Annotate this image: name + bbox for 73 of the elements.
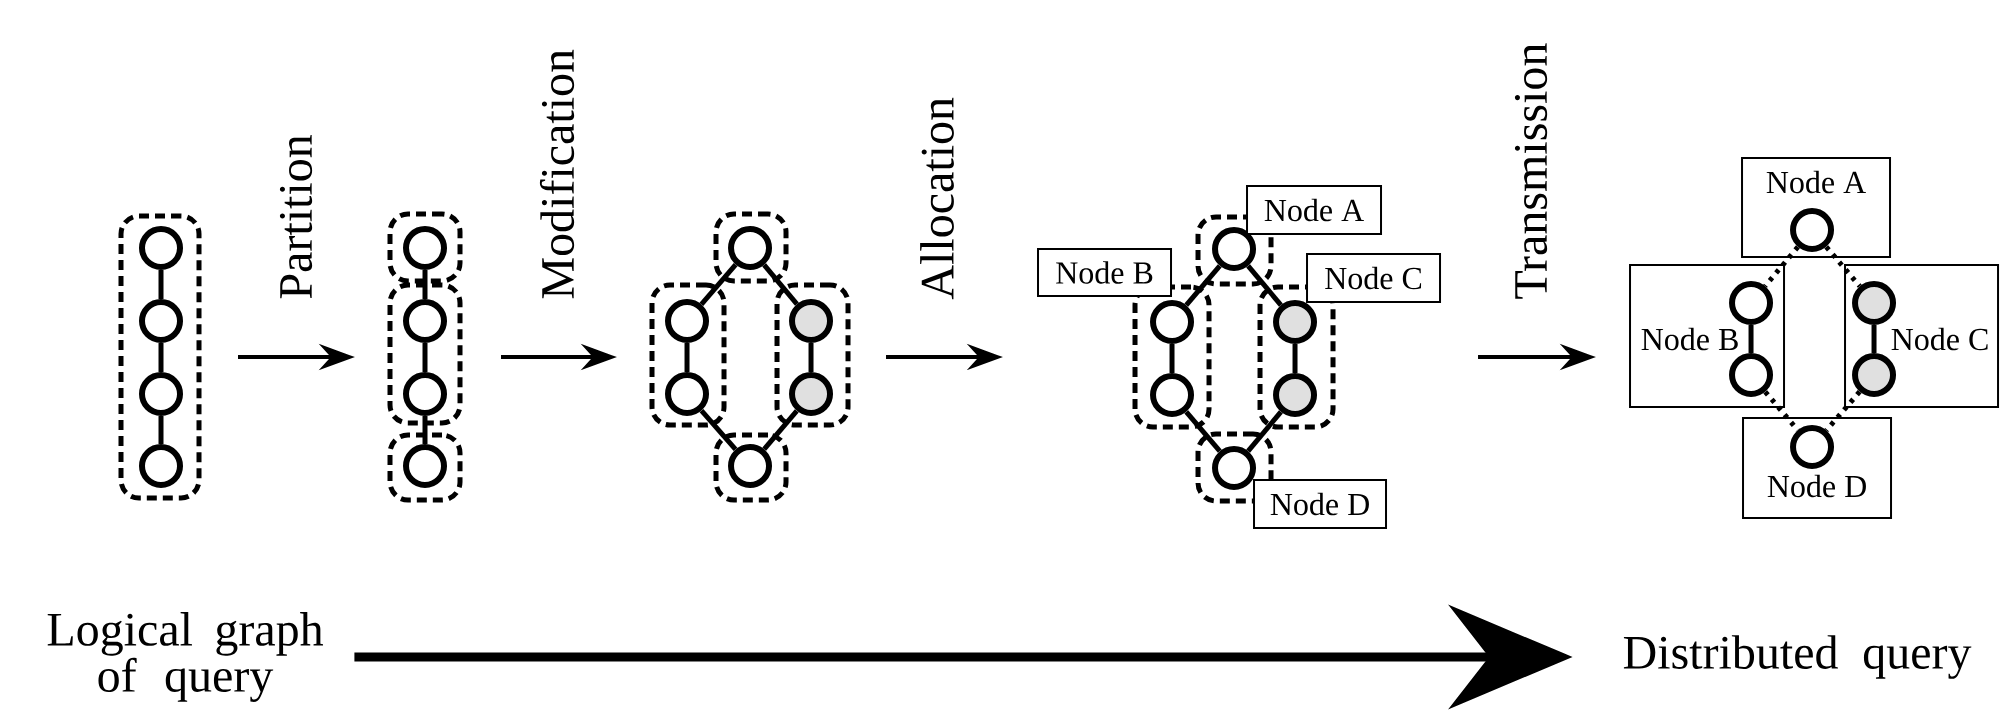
graph-vertex <box>728 444 772 488</box>
graph-edge <box>1246 264 1283 307</box>
graph-vertex <box>789 299 833 343</box>
node-label: Node A <box>1246 185 1382 235</box>
graph-edge <box>1763 245 1800 288</box>
partition-group <box>1132 284 1212 430</box>
graph-vertex <box>665 299 709 343</box>
graph-vertex <box>139 444 183 488</box>
graph-vertex <box>728 226 772 270</box>
graph-vertex <box>139 372 183 416</box>
graph-vertex <box>1852 281 1897 325</box>
graph-edge <box>762 409 799 451</box>
graph-edge <box>808 343 814 372</box>
step-label: Modification <box>539 49 575 299</box>
graph-edge <box>1292 344 1298 373</box>
graph-edge <box>1169 344 1175 373</box>
step-label: Allocation <box>920 97 954 300</box>
graph-edge <box>699 263 738 306</box>
graph-edge <box>699 408 738 452</box>
node-label: Node B <box>1037 248 1172 297</box>
graph-vertex <box>403 372 447 416</box>
node-label: Node D <box>1253 479 1387 529</box>
graph-vertex <box>403 226 447 270</box>
graph-vertex <box>1273 373 1317 417</box>
caption-text: Distributed query <box>1623 635 1972 679</box>
graph-vertex <box>1729 353 1773 397</box>
partition-group <box>774 282 851 428</box>
graph-vertex <box>1212 446 1256 490</box>
graph-vertex <box>1212 227 1256 271</box>
graph-edge <box>1824 245 1862 288</box>
graph-vertex <box>403 299 447 343</box>
graph-edge <box>1184 410 1222 453</box>
graph-vertex <box>1790 208 1834 252</box>
partition-group <box>649 282 727 428</box>
partition-group <box>387 211 463 284</box>
compute-node-box: Node A <box>1741 157 1892 258</box>
graph-edge <box>684 343 690 372</box>
graph-vertex <box>139 226 183 270</box>
graph-vertex <box>1150 300 1194 344</box>
partition-group <box>118 213 202 501</box>
graph-edge <box>762 263 799 306</box>
graph-edge <box>1184 264 1222 307</box>
graph-vertex <box>403 444 447 488</box>
graph-edge <box>158 416 164 444</box>
graph-edge <box>1763 390 1800 432</box>
graph-vertex <box>1150 373 1194 417</box>
partition-group <box>713 432 789 503</box>
graph-edge <box>158 270 164 299</box>
graph-vertex <box>139 299 183 343</box>
graph-edge <box>422 416 428 444</box>
compute-node-box: Node C <box>1844 264 2000 408</box>
compute-node-box: Node D <box>1742 417 1893 519</box>
graph-vertex <box>1790 425 1834 469</box>
graph-edge <box>1748 325 1754 353</box>
partition-group <box>713 211 789 284</box>
graph-vertex <box>1729 281 1773 325</box>
caption-text: Logical graph of query <box>47 612 323 702</box>
graph-vertex <box>1273 300 1317 344</box>
graph-vertex <box>789 372 833 416</box>
graph-edge <box>158 343 164 372</box>
graph-vertex <box>1852 353 1897 397</box>
partition-group <box>387 282 463 426</box>
compute-node-box: Node B <box>1629 264 1786 408</box>
step-label: Transmission <box>1514 43 1548 299</box>
partition-group <box>387 432 463 503</box>
node-label: Node C <box>1306 253 1441 303</box>
graph-vertex <box>665 372 709 416</box>
graph-edge <box>1246 410 1283 453</box>
graph-edge <box>1824 390 1862 432</box>
step-label: Partition <box>279 134 313 299</box>
graph-edge <box>422 270 428 299</box>
graph-edge <box>1871 325 1877 353</box>
graph-edge <box>422 343 428 372</box>
